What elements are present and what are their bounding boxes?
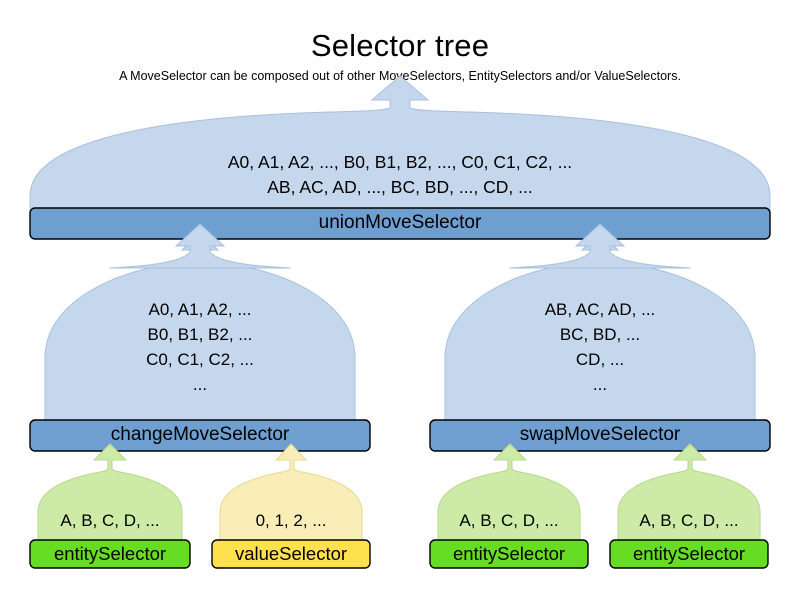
leaf-4-balloon xyxy=(617,443,761,546)
change-node-bar[interactable] xyxy=(29,419,371,452)
swap-node-bar[interactable] xyxy=(429,419,771,452)
swap-to-union-arrow xyxy=(509,223,691,269)
leaf-1-balloon xyxy=(37,443,183,546)
leaf-4-bar[interactable] xyxy=(609,539,769,569)
leaf-3-bar[interactable] xyxy=(429,539,589,569)
change-to-union-arrow xyxy=(109,223,291,269)
leaf-1-bar[interactable] xyxy=(29,539,191,569)
leaf-3-balloon xyxy=(437,443,581,546)
leaf-2-balloon xyxy=(219,443,363,546)
leaf-2-bar[interactable] xyxy=(211,539,371,569)
union-node-balloon xyxy=(29,75,771,213)
page-title: Selector tree xyxy=(310,28,490,63)
union-node-bar[interactable] xyxy=(29,207,771,240)
